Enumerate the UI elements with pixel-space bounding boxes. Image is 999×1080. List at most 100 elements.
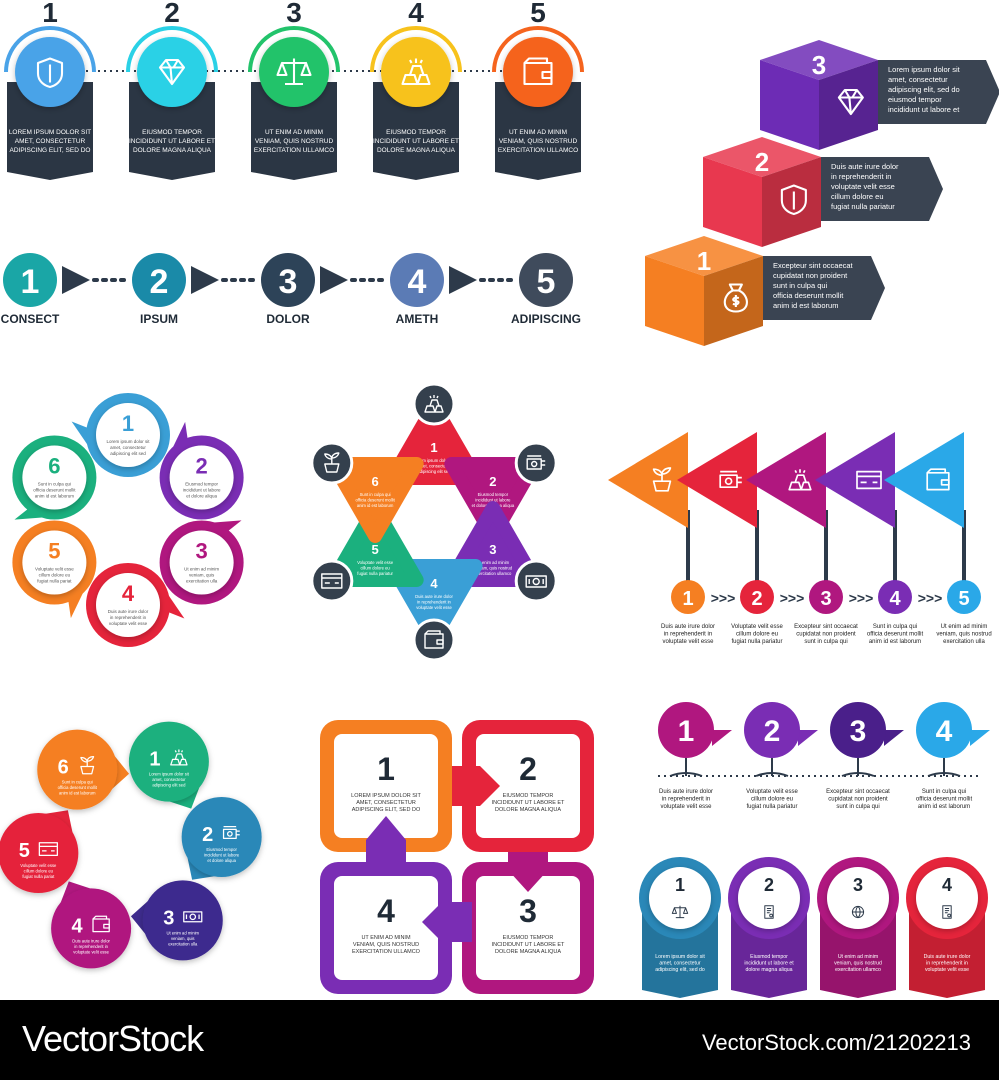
step-text: exercitation ulla bbox=[168, 941, 198, 946]
step-text: voluptate velit esse bbox=[660, 804, 712, 810]
step-text: voluptate velit esse bbox=[109, 621, 148, 626]
money-stack-icon bbox=[526, 455, 546, 470]
pin-circle bbox=[830, 702, 886, 758]
step-number: 6 bbox=[371, 474, 378, 489]
step-number: 4 bbox=[889, 588, 901, 610]
icon-badge bbox=[412, 382, 456, 426]
drop-center bbox=[169, 445, 234, 510]
step-text: veniam, quis nostrud bbox=[474, 566, 513, 571]
certificate-icon bbox=[942, 905, 952, 919]
money-stack-icon bbox=[719, 470, 742, 489]
step-text: voluptate velit esse bbox=[925, 967, 969, 973]
gold-bars-icon bbox=[401, 58, 431, 86]
step-text: anim id est laborum bbox=[869, 639, 921, 645]
pin-tip bbox=[712, 730, 732, 746]
step-text: fugiat nulla pariatur bbox=[831, 202, 895, 211]
step-number: 2 bbox=[195, 454, 207, 479]
step-text: cillum dolore eu bbox=[24, 869, 54, 874]
step-text: cillum dolore eu bbox=[751, 797, 793, 803]
step-text: Sunt in culpa qui bbox=[38, 482, 71, 487]
step-label: DOLOR bbox=[266, 312, 310, 326]
plant-pot-icon-stroke bbox=[652, 480, 672, 492]
step-text: fugiat nulla pariatur bbox=[731, 639, 782, 645]
plant-pot-icon bbox=[652, 467, 672, 492]
step-text: veniam, quis bbox=[171, 936, 195, 941]
certificate-icon-stroke bbox=[944, 908, 950, 914]
step-label: AMETH bbox=[396, 312, 439, 326]
certificate-icon-seal bbox=[947, 913, 951, 918]
step-text: in reprehenderit in bbox=[74, 944, 108, 949]
step-text: ADIPISCING ELIT, SED DO bbox=[352, 807, 421, 813]
square-inner bbox=[476, 876, 580, 980]
step-text: EIUSMOD TEMPOR bbox=[386, 129, 446, 136]
petal-body bbox=[37, 729, 118, 810]
step-text: DOLORE MAGNA ALIQUA bbox=[377, 147, 456, 154]
money-stack-icon-coin bbox=[226, 831, 233, 837]
cash-icon-stroke bbox=[525, 575, 547, 588]
step-circle bbox=[878, 580, 912, 614]
step-text: officia deserunt mollit bbox=[58, 785, 98, 790]
flag-triangle bbox=[746, 432, 826, 528]
certificate-icon-stroke bbox=[766, 908, 772, 914]
step-text: EIUSMOD TEMPOR bbox=[503, 793, 554, 799]
wallet-icon-stroke bbox=[523, 57, 553, 80]
wallet-icon-stroke bbox=[926, 468, 950, 486]
step-number: 5 bbox=[958, 588, 969, 610]
step-text: officia deserunt mollit bbox=[355, 498, 395, 503]
step-circle bbox=[381, 37, 451, 107]
gold-bars-icon bbox=[788, 469, 812, 491]
step-text: incididunt ut labore et bbox=[744, 961, 794, 967]
step-circle bbox=[132, 253, 186, 307]
globe-icon-stroke bbox=[852, 906, 864, 919]
diamond-icon bbox=[158, 58, 186, 86]
step-text: in reprehenderit in bbox=[831, 172, 891, 181]
step-text: INCIDIDUNT UT LABORE ET bbox=[492, 942, 565, 948]
cash-icon-coin bbox=[189, 913, 197, 921]
gold-bars-icon-stroke bbox=[409, 58, 423, 64]
cash-icon-stroke bbox=[185, 914, 200, 920]
arrow-head bbox=[191, 266, 219, 294]
step-text: Duis aute irure dolor bbox=[108, 609, 149, 614]
step-circle bbox=[137, 37, 207, 107]
money-stack-icon-stroke bbox=[222, 828, 237, 840]
chevron-connector: >>> bbox=[780, 590, 805, 606]
cube-left bbox=[703, 157, 762, 247]
step-text: exercitation ullamco bbox=[835, 967, 881, 973]
step-text: Lorem ipsum dolor sit bbox=[149, 772, 190, 777]
step-card bbox=[251, 82, 337, 180]
step-label: CONSECT bbox=[1, 312, 60, 326]
step-circle bbox=[947, 580, 981, 614]
pin-base bbox=[755, 772, 789, 777]
money-stack-icon-stroke bbox=[720, 470, 742, 484]
plant-pot-icon-stroke bbox=[324, 463, 340, 473]
step-text: INCIDIDUNT UT LABORE ET bbox=[129, 138, 215, 145]
step-number: 4 bbox=[122, 581, 135, 606]
step-text: Duis aute irure dolor bbox=[831, 162, 899, 171]
step-card bbox=[373, 82, 459, 180]
step-text: AMET, CONSECTETUR bbox=[15, 138, 86, 145]
step-text: incididunt ut labore bbox=[475, 498, 511, 503]
certificate-icon-seal bbox=[769, 913, 773, 918]
step-text: EXERCITATION ULLAMCO bbox=[254, 147, 334, 154]
drop-center bbox=[22, 445, 87, 510]
step-text: veniam, quis nostrud bbox=[936, 632, 991, 638]
step-number: 2 bbox=[164, 0, 180, 28]
step-text: Ut enim ad minim bbox=[941, 624, 988, 630]
scales-icon bbox=[276, 58, 312, 86]
step-text: anim id est laborum bbox=[35, 494, 75, 499]
scales-icon bbox=[671, 905, 689, 919]
step-number: 2 bbox=[489, 474, 496, 489]
step-text: Duis aute irure dolor bbox=[415, 594, 453, 599]
step-number: 6 bbox=[48, 454, 60, 479]
step-text: Sunt in culpa qui bbox=[922, 789, 966, 795]
step-arc bbox=[4, 26, 96, 73]
step-text: Voluptate velit esse bbox=[35, 567, 74, 572]
plant-pot-icon bbox=[80, 756, 95, 775]
step-text: cillum dolore eu bbox=[360, 566, 390, 571]
step-text: Lorem ipsum dolor sit bbox=[106, 439, 150, 444]
step-text: INCIDIDUNT UT LABORE ET bbox=[373, 138, 459, 145]
step-number: 3 bbox=[163, 907, 174, 929]
pin-circle bbox=[658, 702, 714, 758]
step-text: voluptate velit esse bbox=[662, 639, 714, 645]
